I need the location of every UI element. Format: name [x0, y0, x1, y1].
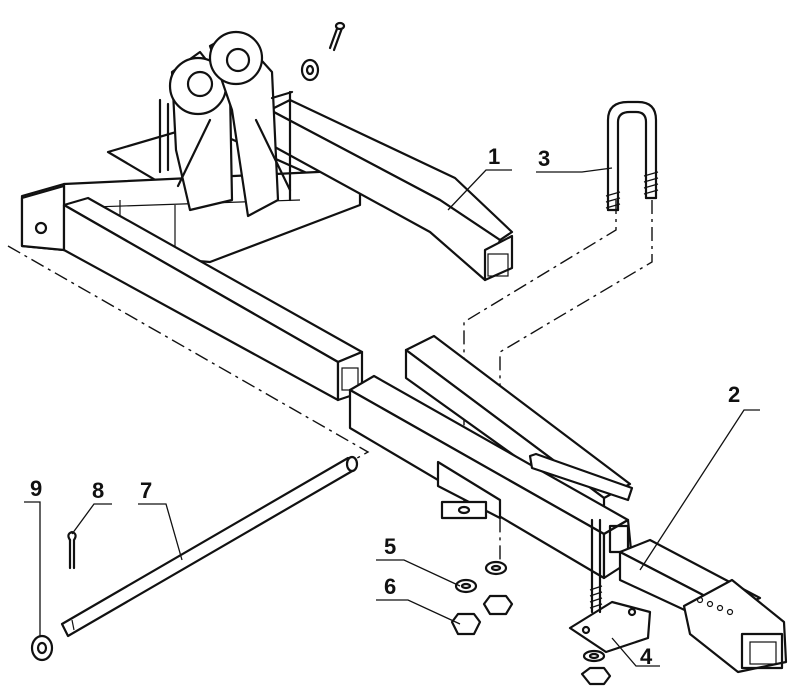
callout-5: 5 [384, 534, 396, 559]
callout-labels: 1 2 3 4 5 6 7 8 9 [30, 144, 740, 669]
nut-6a [450, 612, 482, 636]
drawbar-assembly [348, 334, 788, 686]
socket-hole [34, 221, 48, 235]
lug-right-eye [208, 30, 264, 86]
hitch-frame [20, 21, 514, 402]
shoulder-plate [528, 452, 634, 502]
arm-end [483, 234, 514, 282]
callout-3: 3 [538, 146, 550, 171]
washer-5a [454, 578, 478, 594]
nut-bottom [580, 666, 612, 686]
callout-leaders [24, 167, 760, 667]
pin-shaft [60, 456, 356, 638]
callout-4: 4 [640, 644, 653, 669]
callout-8: 8 [92, 478, 104, 503]
pin-set [30, 455, 359, 662]
callout-9: 9 [30, 476, 42, 501]
bracket-plate-1 [440, 500, 488, 520]
socket-end [20, 184, 66, 252]
nut-6b [482, 594, 514, 616]
washer-5b [484, 560, 508, 576]
washer-9 [30, 634, 54, 662]
callout-2: 2 [728, 382, 740, 407]
callout-1: 1 [488, 144, 500, 169]
callout-7: 7 [140, 478, 152, 503]
clevis-end [682, 578, 788, 674]
clamp-plate [568, 600, 652, 654]
washers-nuts [450, 560, 514, 636]
callout-6: 6 [384, 574, 396, 599]
u-bolt [605, 100, 659, 212]
washer-top [300, 58, 320, 82]
